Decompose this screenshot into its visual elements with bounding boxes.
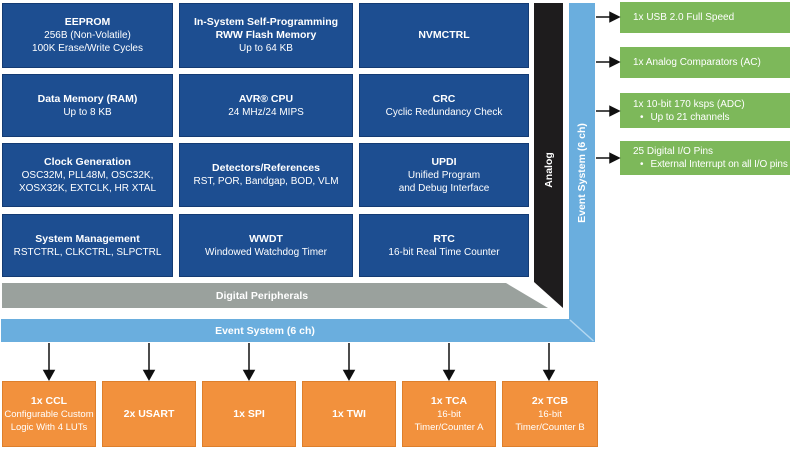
peripheral-twi: 1x TWI bbox=[302, 381, 396, 447]
block-detail: OSC32M, PLL48M, OSC32K, bbox=[21, 169, 154, 181]
block-flash: In-System Self-Programming RWW Flash Mem… bbox=[179, 3, 353, 68]
block-detail: Cyclic Redundancy Check bbox=[385, 106, 503, 118]
digital-peripherals-bar: Digital Peripherals bbox=[2, 283, 548, 308]
event-system-vertical-bar: Event System (6 ch) bbox=[569, 3, 595, 342]
peripheral-bullet-text: Up to 21 channels bbox=[650, 111, 730, 123]
digital-peripherals-label: Digital Peripherals bbox=[215, 289, 309, 302]
arrow-to-analog-comparator bbox=[596, 56, 621, 68]
peripheral-label: 1x 10-bit 170 ksps (ADC) bbox=[633, 98, 745, 110]
peripheral-title: 1x TWI bbox=[332, 407, 366, 420]
block-title: In-System Self-Programming bbox=[193, 16, 339, 28]
arrow-to-tcb bbox=[542, 343, 556, 382]
peripheral-title: 1x TCA bbox=[430, 394, 468, 407]
peripheral-detail: Configurable Custom bbox=[4, 408, 94, 420]
peripheral-bullet-text: External Interrupt on all I/O pins bbox=[650, 159, 788, 170]
arrow-to-adc bbox=[596, 105, 621, 117]
block-title: Data Memory (RAM) bbox=[37, 92, 138, 105]
block-title: EEPROM bbox=[64, 16, 111, 28]
event-system-horizontal-bar: Event System (6 ch) bbox=[1, 319, 595, 342]
peripheral-ccl: 1x CCL Configurable Custom Logic With 4 … bbox=[2, 381, 96, 447]
block-detail: 24 MHz/24 MIPS bbox=[228, 106, 304, 118]
peripheral-usb: 1x USB 2.0 Full Speed bbox=[620, 2, 790, 33]
analog-bar: Analog bbox=[534, 3, 563, 308]
block-detail: Unified Program bbox=[407, 169, 481, 181]
block-title: RTC bbox=[433, 232, 455, 245]
peripheral-adc: 1x 10-bit 170 ksps (ADC) • Up to 21 chan… bbox=[620, 93, 790, 128]
peripheral-tca: 1x TCA 16-bit Timer/Counter A bbox=[402, 381, 496, 447]
block-title: WWDT bbox=[249, 232, 283, 245]
block-clock-generation: Clock Generation OSC32M, PLL48M, OSC32K,… bbox=[2, 143, 173, 207]
arrow-to-io-pins bbox=[596, 152, 621, 164]
block-detectors-references: Detectors/References RST, POR, Bandgap, … bbox=[179, 143, 353, 207]
peripheral-label: 1x USB 2.0 Full Speed bbox=[633, 12, 735, 23]
block-detail: and Debug Interface bbox=[398, 182, 490, 194]
peripheral-title: 2x TCB bbox=[531, 394, 569, 407]
peripheral-title: 1x SPI bbox=[233, 407, 265, 420]
block-detail: XOSX32K, EXTCLK, HR XTAL bbox=[18, 182, 157, 194]
arrow-to-ccl bbox=[42, 343, 56, 382]
peripheral-bullet-row: • External Interrupt on all I/O pins bbox=[633, 158, 790, 171]
arrow-to-spi bbox=[242, 343, 256, 382]
bullet-icon: • bbox=[640, 159, 644, 170]
peripheral-spi: 1x SPI bbox=[202, 381, 296, 447]
block-detail: 256B (Non-Volatile) bbox=[44, 30, 131, 41]
event-system-horizontal-label: Event System (6 ch) bbox=[215, 324, 315, 337]
bullet-icon: • bbox=[640, 111, 644, 123]
peripheral-detail: Timer/Counter A bbox=[414, 421, 484, 433]
peripheral-label: 1x Analog Comparators (AC) bbox=[633, 57, 761, 68]
arrow-to-tca bbox=[442, 343, 456, 382]
analog-label: Analog bbox=[542, 151, 555, 188]
block-title: NVMCTRL bbox=[418, 29, 470, 41]
block-title: CRC bbox=[432, 92, 456, 105]
block-title: UPDI bbox=[431, 155, 457, 168]
block-title: AVR® CPU bbox=[238, 92, 294, 105]
block-detail: Windowed Watchdog Timer bbox=[205, 246, 327, 258]
block-ram: Data Memory (RAM) Up to 8 KB bbox=[2, 74, 173, 137]
peripheral-tcb: 2x TCB 16-bit Timer/Counter B bbox=[502, 381, 598, 447]
block-detail: Up to 64 KB bbox=[239, 43, 293, 54]
peripheral-label: 25 Digital I/O Pins bbox=[633, 146, 714, 157]
peripheral-detail: 16-bit bbox=[538, 408, 562, 420]
peripheral-usart: 2x USART bbox=[102, 381, 196, 447]
block-crc: CRC Cyclic Redundancy Check bbox=[359, 74, 529, 137]
event-system-vertical-label: Event System (6 ch) bbox=[576, 122, 589, 223]
peripheral-title: 2x USART bbox=[123, 407, 175, 420]
arrow-to-twi bbox=[342, 343, 356, 382]
block-detail: 16-bit Real Time Counter bbox=[388, 246, 500, 258]
block-detail: Up to 8 KB bbox=[63, 106, 112, 118]
block-wwdt: WWDT Windowed Watchdog Timer bbox=[179, 214, 353, 277]
block-rtc: RTC 16-bit Real Time Counter bbox=[359, 214, 529, 277]
peripheral-detail: Logic With 4 LUTs bbox=[10, 421, 88, 433]
block-system-management: System Management RSTCTRL, CLKCTRL, SLPC… bbox=[2, 214, 173, 277]
block-detail: 100K Erase/Write Cycles bbox=[32, 43, 143, 54]
block-nvmctrl: NVMCTRL bbox=[359, 3, 529, 68]
block-detail: RST, POR, Bandgap, BOD, VLM bbox=[193, 176, 339, 187]
arrow-to-usb bbox=[596, 11, 621, 23]
block-title: System Management bbox=[35, 232, 140, 245]
peripheral-detail: 16-bit bbox=[437, 408, 461, 420]
block-detail: RSTCTRL, CLKCTRL, SLPCTRL bbox=[13, 246, 162, 258]
peripheral-bullet-row: • Up to 21 channels bbox=[633, 111, 790, 124]
peripheral-io-pins: 25 Digital I/O Pins • External Interrupt… bbox=[620, 141, 790, 175]
peripheral-title: 1x CCL bbox=[30, 394, 68, 407]
block-updi: UPDI Unified Program and Debug Interface bbox=[359, 143, 529, 207]
block-title: Clock Generation bbox=[44, 155, 131, 168]
peripheral-analog-comparator: 1x Analog Comparators (AC) bbox=[620, 47, 790, 78]
block-title: RWW Flash Memory bbox=[215, 29, 317, 41]
block-avr-cpu: AVR® CPU 24 MHz/24 MIPS bbox=[179, 74, 353, 137]
peripheral-detail: Timer/Counter B bbox=[515, 421, 585, 433]
arrow-to-usart bbox=[142, 343, 156, 382]
block-eeprom: EEPROM 256B (Non-Volatile) 100K Erase/Wr… bbox=[2, 3, 173, 68]
block-title: Detectors/References bbox=[212, 162, 320, 174]
